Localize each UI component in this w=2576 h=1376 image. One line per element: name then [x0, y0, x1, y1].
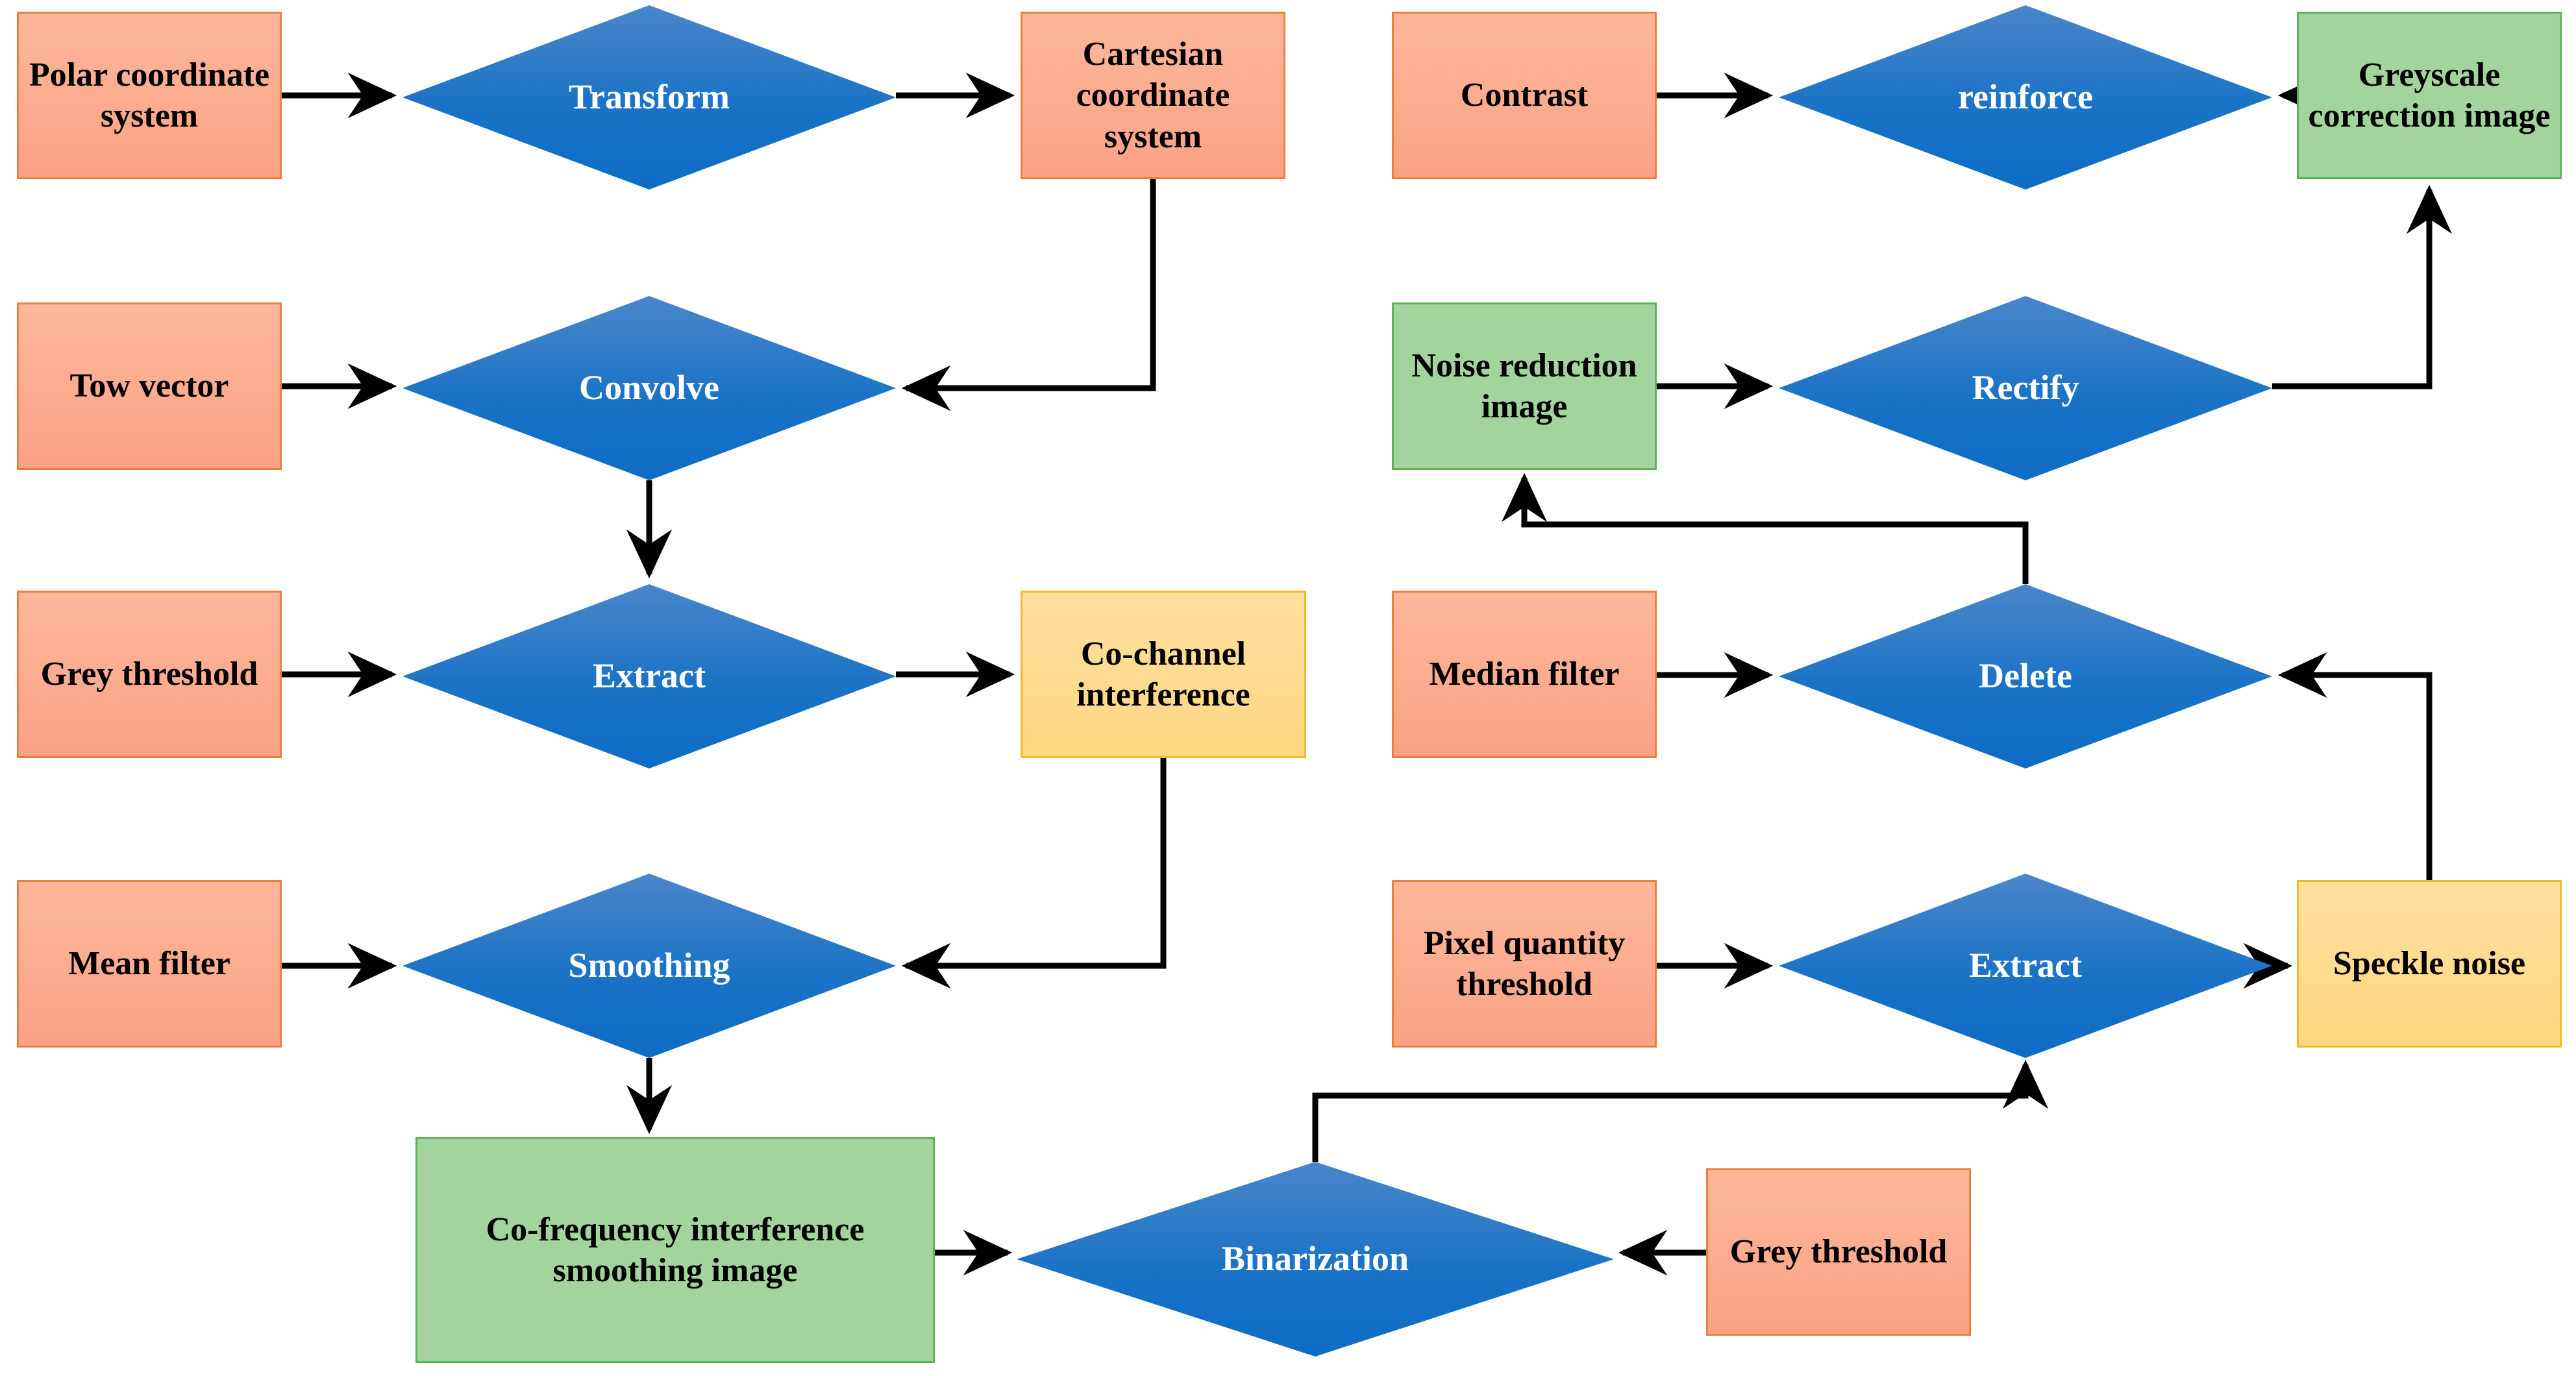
process-node-extract1[interactable]: Extract [402, 584, 896, 768]
node-label-cartesian: Cartesian coordinate system [1076, 35, 1230, 155]
process-node-transform[interactable]: Transform [402, 5, 896, 190]
process-node-reinforce[interactable]: reinforce [1779, 5, 2272, 190]
data-node-cofreq[interactable]: Co-frequency interference smoothing imag… [415, 1137, 935, 1363]
process-node-smoothing[interactable]: Smoothing [402, 874, 896, 1058]
process-node-convolve[interactable]: Convolve [402, 296, 896, 480]
node-label-cochannel: Co-channel interference [1076, 635, 1250, 713]
node-label-reinforce: reinforce [1958, 77, 2093, 117]
node-label-binarization: Binarization [1221, 1239, 1409, 1279]
node-label-greythresh2: Grey threshold [1729, 1233, 1948, 1271]
connector-cartesian-to-convolve [901, 179, 1156, 412]
node-label-extract2: Extract [1969, 946, 2082, 985]
node-label-polar: Polar coordinate system [29, 56, 270, 134]
node-label-greythresh1: Grey threshold [40, 656, 258, 693]
data-node-speckle[interactable]: Speckle noise [2297, 880, 2562, 1048]
connector-rectify-to-greyscale [2272, 184, 2453, 389]
connector-speckle-to-delete [2277, 652, 2433, 880]
node-label-pixelqty: Pixel quantity threshold [1423, 924, 1626, 1003]
data-node-cochannel[interactable]: Co-channel interference [1021, 591, 1306, 758]
node-label-speckle: Speckle noise [2333, 945, 2526, 983]
node-label-contrast: Contrast [1460, 77, 1589, 114]
node-label-delete: Delete [1979, 656, 2072, 696]
node-label-meanfilter: Mean filter [68, 945, 230, 983]
process-node-binarization[interactable]: Binarization [1017, 1162, 1614, 1357]
data-node-contrast[interactable]: Contrast [1392, 12, 1657, 179]
data-node-polar[interactable]: Polar coordinate system [17, 12, 282, 179]
process-node-delete[interactable]: Delete [1779, 584, 2272, 768]
data-node-pixelqty[interactable]: Pixel quantity threshold [1392, 880, 1657, 1048]
data-node-medianfilter[interactable]: Median filter [1392, 591, 1657, 758]
node-label-extract1: Extract [593, 656, 706, 696]
data-node-greythresh1[interactable]: Grey threshold [17, 591, 282, 758]
node-label-medianfilter: Median filter [1429, 656, 1620, 693]
process-node-extract2[interactable]: Extract [1779, 874, 2272, 1058]
connector-delete-to-noisered [1501, 473, 2029, 584]
data-node-greyscale[interactable]: Greyscale correction image [2297, 12, 2562, 179]
node-label-convolve: Convolve [579, 368, 719, 408]
node-label-towvector: Tow vector [69, 367, 229, 405]
data-node-towvector[interactable]: Tow vector [17, 302, 282, 470]
data-node-cartesian[interactable]: Cartesian coordinate system [1021, 12, 1285, 179]
node-label-noisered: Noise reduction image [1411, 347, 1637, 425]
node-label-transform: Transform [569, 77, 730, 117]
data-node-meanfilter[interactable]: Mean filter [17, 880, 282, 1048]
data-node-noisered[interactable]: Noise reduction image [1392, 302, 1657, 470]
node-label-greyscale: Greyscale correction image [2308, 56, 2551, 134]
data-node-greythresh2[interactable]: Grey threshold [1706, 1168, 1971, 1336]
process-node-rectify[interactable]: Rectify [1779, 296, 2272, 480]
edges [282, 72, 2453, 1276]
connector-cochannel-to-smoothing [901, 758, 1167, 989]
connector-binarization-to-extract2 [1312, 1059, 2049, 1162]
node-label-smoothing: Smoothing [568, 946, 730, 985]
node-label-rectify: Rectify [1972, 368, 2079, 408]
node-label-cofreq: Co-frequency interference smoothing imag… [486, 1210, 865, 1289]
